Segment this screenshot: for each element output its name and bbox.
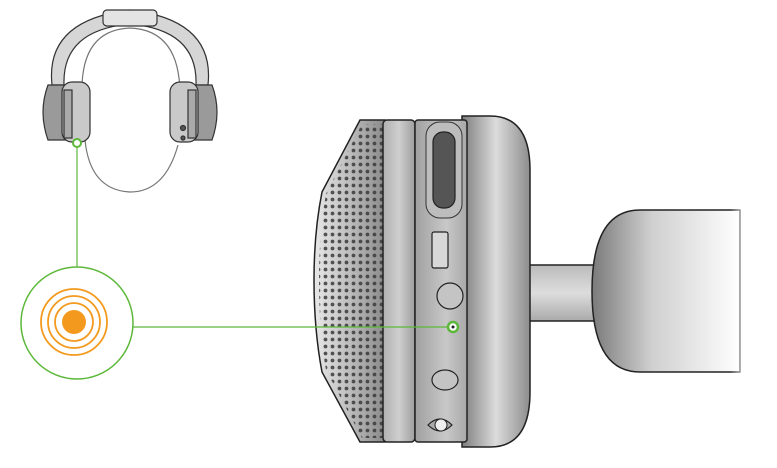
volume-slot[interactable] <box>425 121 463 219</box>
status-light-icon <box>20 266 134 380</box>
headband-arm <box>527 205 750 377</box>
mode-switch[interactable] <box>431 231 449 269</box>
ear-cushion <box>461 115 531 448</box>
charging-port <box>427 418 453 432</box>
speaker-grille <box>313 119 386 443</box>
ear-cup-rim <box>382 119 416 443</box>
function-button[interactable] <box>431 369 459 391</box>
headphones-overview-icon <box>42 9 218 193</box>
power-button[interactable] <box>436 282 464 310</box>
status-indicator-highlight <box>446 320 460 334</box>
